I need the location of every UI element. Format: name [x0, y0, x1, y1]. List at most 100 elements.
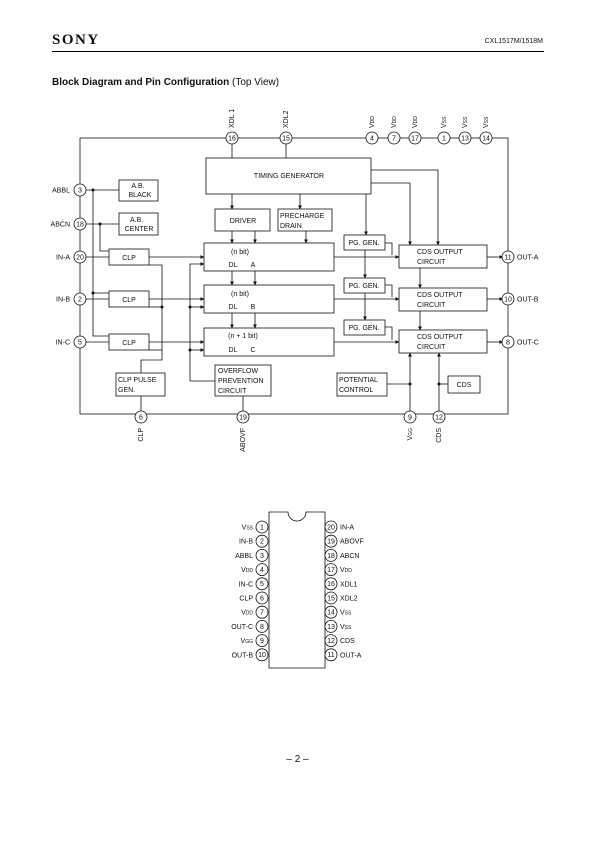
cds-out-b-label-2: CIRCUIT [417, 302, 446, 309]
cds-out-b-label-1: CDS OUTPUT [417, 292, 463, 299]
bottom-pin-label-clp: CLP [138, 428, 145, 442]
pkg-left-label-3: ABBL [235, 553, 253, 560]
right-10-pin-number: 10 [504, 296, 512, 303]
precharge-drain-block [277, 208, 333, 232]
right-pin-label-out-c: OUT-C [517, 340, 539, 347]
pkg-right-15-pin-circle [324, 591, 338, 605]
section-title: Block Diagram and Pin Configuration (Top… [52, 77, 279, 88]
left-20-pin-number: 20 [76, 254, 84, 261]
left-18-pin-circle [73, 217, 87, 231]
ab-black-label-1: A.B. [131, 183, 144, 190]
clp-label-a: CLP [122, 255, 136, 262]
pin-configuration: 1VSS2IN-B3ABBL4VDD5IN-C6CLP7VDD8OUT-C9VG… [231, 511, 364, 669]
delay-line-a [203, 242, 335, 272]
junction-dots [91, 188, 441, 386]
pkg-right-20-pin-circle [324, 520, 338, 534]
top-pin-label-vdd: VDD [369, 116, 376, 128]
section-title-suffix: (Top View) [229, 77, 280, 88]
bottom-6-pin-circle [134, 410, 148, 424]
pkg-left-4-pin-circle [255, 563, 269, 576]
pkg-right-label-11: OUT-A [340, 652, 362, 659]
left-pin-label-in-a: IN-A [56, 255, 70, 262]
bottom-9-pin-number: 9 [408, 414, 412, 421]
driver-label: DRIVER [230, 218, 256, 225]
top-14-pin-circle [479, 131, 493, 145]
block-labels: TIMING GENERATOR A.B. BLACK A.B. CENTER … [118, 173, 472, 395]
clp-label-b: CLP [122, 297, 136, 304]
pkg-left-3-pin-number: 3 [260, 553, 264, 560]
pkg-left-label-4: VDD [241, 567, 253, 574]
pkg-right-17-pin-number: 17 [327, 567, 335, 574]
bottom-19-pin-number: 19 [239, 414, 247, 421]
pkg-left-9-pin-number: 9 [260, 638, 264, 645]
block-diagram [79, 137, 509, 415]
part-number: CXL1517M/1518M [484, 38, 543, 45]
top-17-pin-circle [408, 131, 422, 145]
cds-out-c-label-2: CIRCUIT [417, 344, 446, 351]
section-title-bold: Block Diagram and Pin Configuration [52, 77, 230, 88]
left-18-pin-number: 18 [76, 221, 84, 228]
top-14-pin-number: 14 [482, 135, 490, 142]
pkg-left-label-8: OUT-C [231, 624, 253, 631]
pkg-right-11-pin-circle [324, 648, 338, 662]
timing-generator-label: TIMING GENERATOR [254, 173, 324, 180]
cds-block [447, 375, 481, 394]
top-15-pin-circle [279, 131, 293, 145]
top-7-pin-circle [387, 131, 401, 145]
pkg-right-label-15: XDL2 [340, 596, 358, 603]
pkg-left-label-6: CLP [239, 596, 253, 603]
top-pin-label-vss: VSS [441, 116, 448, 128]
bottom-pin-label-abovf: ABOVF [240, 428, 247, 452]
ic-package-outline [268, 511, 326, 669]
top-pin-label-vss: VSS [462, 116, 469, 128]
potential-control-block [336, 372, 388, 397]
pkg-left-label-2: IN-B [239, 539, 253, 546]
ab-center-label-2: CENTER [125, 226, 154, 233]
pkg-left-7-pin-circle [255, 605, 269, 619]
pkg-right-label-19: ABOVF [340, 539, 364, 546]
potential-label-1: POTENTIAL [339, 377, 378, 384]
bottom-12-pin-circle [432, 410, 446, 424]
clp-pulse-gen-block [115, 372, 166, 397]
bottom-12-pin-number: 12 [435, 414, 443, 421]
top-pin-label-xdl-1: XDL 1 [229, 109, 236, 128]
left-pin-label-abcn: ABCN [51, 222, 70, 229]
right-11-pin-circle [501, 250, 515, 264]
left-5-pin-circle [73, 335, 87, 349]
pkg-left-8-pin-number: 8 [260, 624, 264, 631]
pkg-right-label-12: CDS [340, 638, 355, 645]
left-pin-label-in-b: IN-B [56, 297, 70, 304]
pkg-right-19-pin-circle [324, 534, 338, 548]
pkg-left-1-pin-number: 1 [260, 524, 264, 531]
pkg-right-16-pin-number: 16 [327, 581, 335, 588]
pkg-right-12-pin-circle [324, 634, 338, 647]
header-rule [52, 51, 544, 52]
left-2-pin-number: 2 [78, 296, 82, 303]
bottom-19-pin-circle [236, 410, 250, 424]
top-pin-label-vdd: VDD [391, 116, 398, 128]
sony-logo: SONY [52, 32, 100, 48]
pkg-right-label-18: ABCN [340, 553, 359, 560]
delay-line-b [203, 284, 335, 314]
bottom-pin-label-cds: CDS [436, 428, 443, 443]
top-pin-label-vss: VSS [483, 116, 490, 128]
left-3-pin-circle [73, 183, 87, 197]
overflow-label-1: OVERFLOW [218, 368, 258, 375]
pkg-right-11-pin-number: 11 [327, 652, 334, 659]
right-8-pin-circle [501, 335, 515, 349]
pkg-right-13-pin-number: 13 [327, 624, 335, 631]
top-pin-label-vdd: VDD [412, 116, 419, 128]
dl-b-label: DL [229, 304, 238, 311]
pkg-right-label-16: XDL1 [340, 581, 358, 588]
top-1-pin-circle [437, 131, 451, 145]
top-16-pin-number: 16 [228, 135, 236, 142]
pkg-left-10-pin-circle [255, 648, 269, 662]
pkg-left-2-pin-circle [255, 534, 269, 548]
pkg-left-label-1: VSS [242, 525, 254, 532]
pg-gen-label-c: PG. GEN. [348, 325, 379, 332]
pkg-right-label-17: VDD [340, 567, 352, 574]
pkg-left-label-7: VDD [241, 610, 253, 617]
ab-black-label-2: BLACK [129, 192, 152, 199]
cds-out-c-label-1: CDS OUTPUT [417, 334, 463, 341]
